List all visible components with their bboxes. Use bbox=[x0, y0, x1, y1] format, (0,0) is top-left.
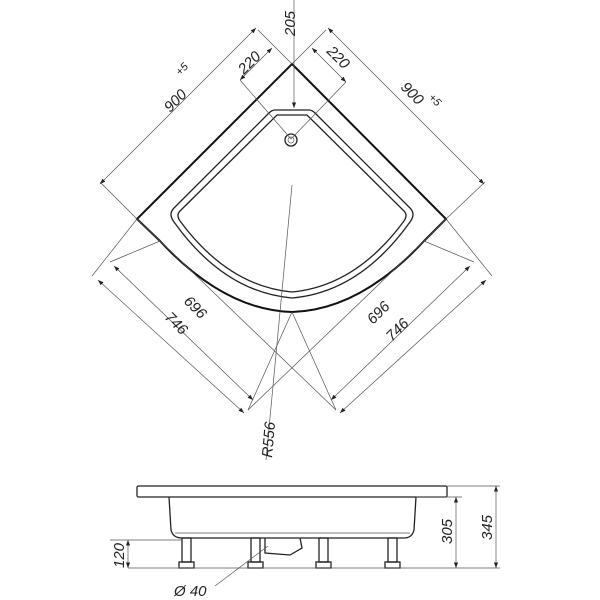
dim-900-right-tolerance: +5 bbox=[426, 92, 444, 110]
dim-696-right: 696 bbox=[364, 298, 394, 328]
leg bbox=[247, 537, 264, 569]
dim-696-left: 696 bbox=[180, 293, 210, 323]
dim-305: 305 bbox=[439, 518, 456, 544]
dim-radius: R556 bbox=[259, 420, 279, 458]
dim-900-right: 900 bbox=[397, 79, 427, 109]
tray-body bbox=[168, 496, 417, 539]
dim-220-left: 220 bbox=[234, 48, 265, 79]
dim-345: 345 bbox=[479, 514, 496, 540]
dim-205: 205 bbox=[282, 10, 299, 37]
top-view: 900 +5 900 +5 220 220 205 696 746 696 74… bbox=[91, 0, 493, 461]
legs bbox=[178, 537, 401, 569]
dim-900-left: 900 bbox=[161, 86, 191, 116]
leg bbox=[384, 537, 401, 569]
dim-746-left: 746 bbox=[161, 309, 191, 339]
dim-drain-diameter: Ø 40 bbox=[173, 583, 207, 600]
basin-outer bbox=[170, 109, 414, 299]
tray-outer-edge bbox=[136, 218, 447, 242]
tray-rim bbox=[136, 485, 448, 498]
drain-icon bbox=[284, 133, 298, 147]
dim-220-right: 220 bbox=[322, 42, 353, 73]
dim-900-left-tolerance: +5 bbox=[174, 60, 192, 78]
side-view: 120 305 345 Ø 40 bbox=[110, 485, 500, 600]
drain-siphon bbox=[264, 537, 303, 556]
basin-inner bbox=[177, 114, 407, 293]
leg bbox=[178, 537, 195, 569]
dim-120: 120 bbox=[111, 542, 128, 568]
leg bbox=[315, 537, 332, 569]
dim-746-right: 746 bbox=[383, 315, 413, 345]
